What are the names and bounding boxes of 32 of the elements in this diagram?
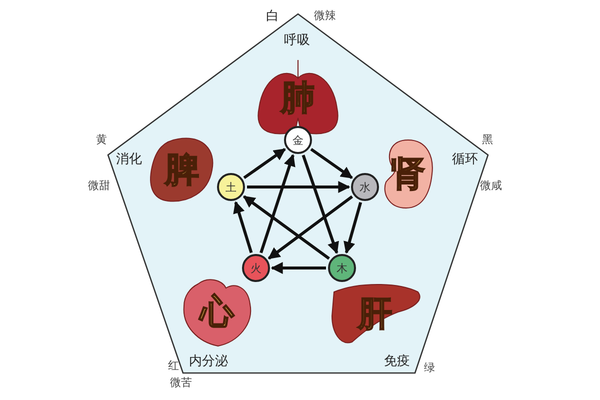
annotation-text: 白 [266, 10, 279, 23]
arrow [270, 262, 326, 274]
annotation-text: 微辣 [314, 10, 336, 21]
arrow [268, 195, 354, 260]
annotation-text: 黑 [482, 134, 493, 145]
annotation-text: 红 [168, 360, 179, 371]
organ-character: 心 [200, 295, 234, 329]
organ-character: 脾 [165, 153, 199, 187]
annotation-text: 微苦 [170, 377, 192, 388]
arrow [344, 202, 362, 254]
arrow [310, 148, 353, 180]
annotation-text: 循环 [452, 153, 478, 166]
element-character: 木 [336, 262, 348, 274]
arrow [233, 201, 253, 254]
arrow [243, 148, 286, 180]
arrow [247, 181, 350, 193]
arrow [242, 195, 330, 260]
annotation-text: 微咸 [480, 180, 502, 191]
arrow [302, 154, 339, 254]
element-character: 土 [226, 182, 236, 192]
annotation-text: 黄 [96, 134, 107, 145]
element-character: 水 [360, 182, 370, 192]
annotation-text: 绿 [424, 362, 435, 373]
annotation-text: 呼吸 [284, 34, 310, 47]
arrow [260, 154, 296, 254]
organ-character: 肝 [358, 297, 392, 331]
annotation-text: 微甜 [88, 180, 110, 191]
element-character: 火 [250, 262, 262, 274]
organ-character: 肾 [391, 157, 425, 191]
element-character: 金 [292, 134, 304, 146]
organ-character: 肺 [281, 81, 315, 115]
annotation-text: 免疫 [384, 355, 410, 368]
